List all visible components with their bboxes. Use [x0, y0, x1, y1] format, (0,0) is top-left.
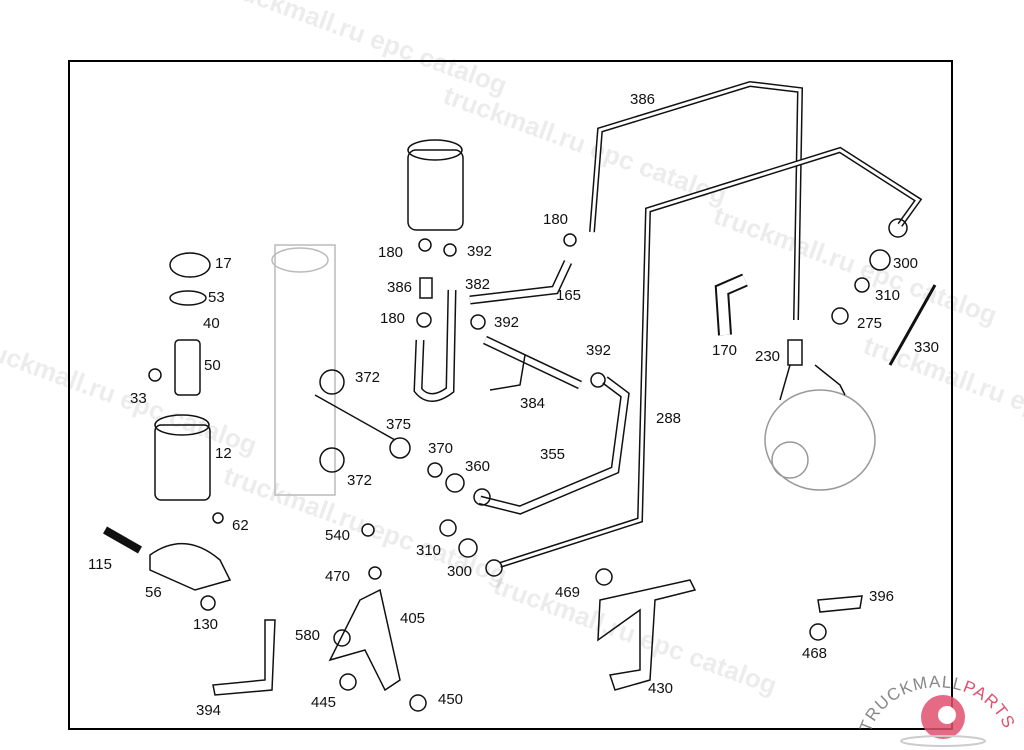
label-40: 40 — [203, 315, 220, 332]
label-230: 230 — [755, 348, 781, 365]
label-170: 170 — [712, 342, 738, 359]
label-300: 300 — [447, 563, 473, 580]
label-375: 375 — [386, 416, 412, 433]
label-12: 12 — [215, 445, 232, 462]
diagram-frame — [68, 60, 953, 730]
label-430: 430 — [648, 680, 674, 697]
label-310: 310 — [875, 287, 901, 304]
label-300: 300 — [893, 255, 919, 272]
label-382: 382 — [465, 276, 491, 293]
label-405: 405 — [400, 610, 426, 627]
label-372: 372 — [347, 472, 373, 489]
label-386: 386 — [630, 91, 656, 108]
truckmallparts-logo: TRUCKMALLPARTS — [856, 672, 1018, 747]
label-470: 470 — [325, 568, 351, 585]
label-355: 355 — [540, 446, 566, 463]
label-386: 386 — [387, 279, 413, 296]
label-275: 275 — [857, 315, 883, 332]
label-540: 540 — [325, 527, 351, 544]
label-56: 56 — [145, 584, 162, 601]
label-445: 445 — [311, 694, 337, 711]
label-50: 50 — [204, 357, 221, 374]
label-392: 392 — [494, 314, 520, 331]
label-372: 372 — [355, 369, 381, 386]
label-180: 180 — [543, 211, 569, 228]
label-165: 165 — [556, 287, 582, 304]
label-33: 33 — [130, 390, 147, 407]
label-469: 469 — [555, 584, 581, 601]
label-180: 180 — [378, 244, 404, 261]
label-370: 370 — [428, 440, 454, 457]
label-330: 330 — [914, 339, 940, 356]
label-396: 396 — [869, 588, 895, 605]
label-115: 115 — [88, 556, 112, 573]
label-288: 288 — [656, 410, 682, 427]
label-580: 580 — [295, 627, 321, 644]
label-17: 17 — [215, 255, 232, 272]
label-130: 130 — [193, 616, 219, 633]
label-450: 450 — [438, 691, 464, 708]
label-468: 468 — [802, 645, 828, 662]
label-53: 53 — [208, 289, 225, 306]
label-360: 360 — [465, 458, 491, 475]
label-394: 394 — [196, 702, 222, 719]
label-392: 392 — [467, 243, 493, 260]
label-180: 180 — [380, 310, 406, 327]
label-384: 384 — [520, 395, 546, 412]
label-310: 310 — [416, 542, 442, 559]
label-62: 62 — [232, 517, 249, 534]
label-392: 392 — [586, 342, 612, 359]
